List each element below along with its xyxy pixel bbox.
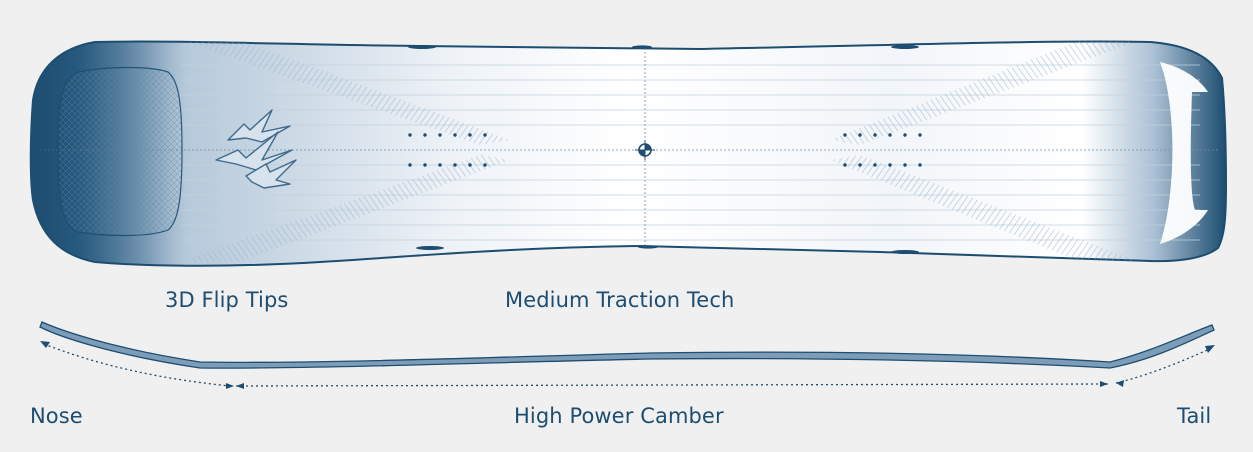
nose-x-pattern xyxy=(180,41,510,262)
binding-inserts-front xyxy=(408,133,487,167)
label-3d-flip-tips: 3D Flip Tips xyxy=(165,288,289,312)
label-nose: Nose xyxy=(30,404,83,428)
crosshair-center-icon xyxy=(635,140,655,160)
arrowheads xyxy=(40,341,1215,389)
snowboard-side-profile xyxy=(39,321,1215,369)
label-traction-tech: Medium Traction Tech xyxy=(505,288,735,312)
tail-flip-tip-panel xyxy=(1160,62,1208,244)
jones-mountain-logo xyxy=(215,109,297,189)
label-tail: Tail xyxy=(1177,404,1212,428)
binding-inserts-rear xyxy=(843,133,922,167)
edge-marks xyxy=(408,45,919,254)
profile-arrows xyxy=(43,343,1213,387)
nose-flip-tip-panel xyxy=(57,66,183,237)
label-camber: High Power Camber xyxy=(514,404,724,428)
tail-x-pattern xyxy=(830,41,1140,262)
